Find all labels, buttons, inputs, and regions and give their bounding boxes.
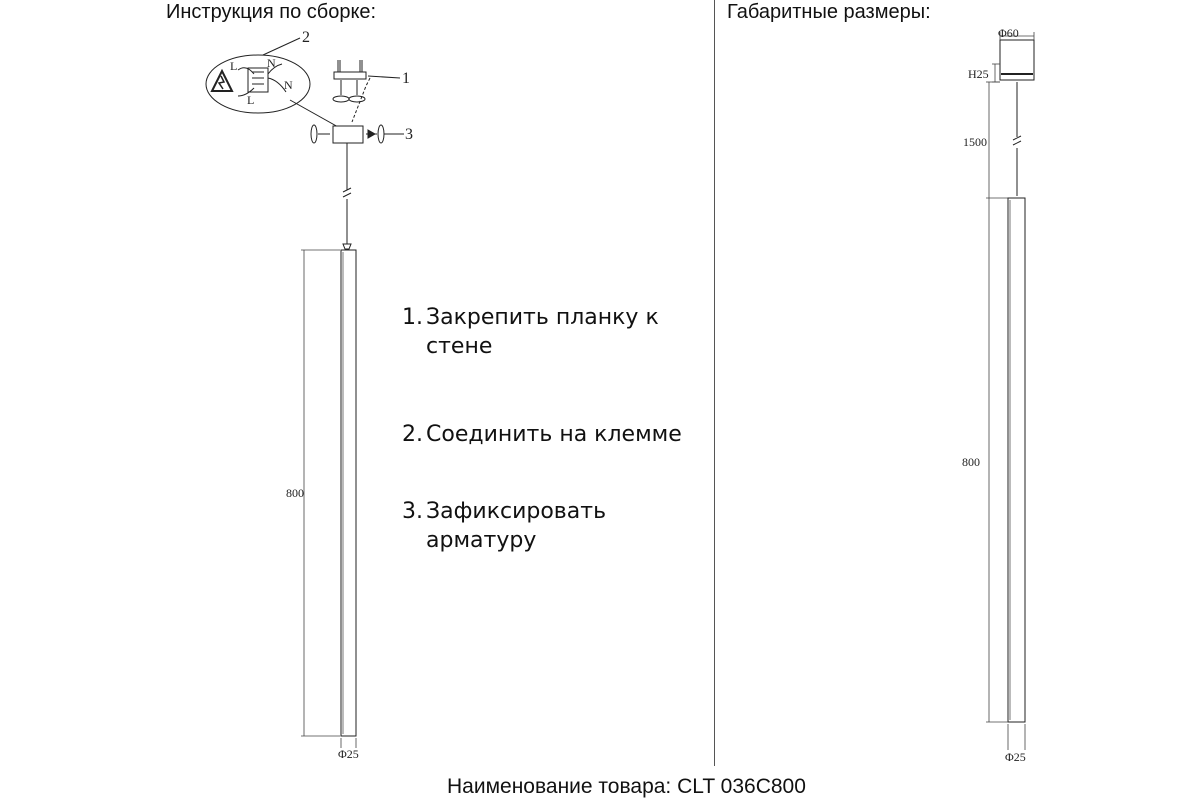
dimensions-heading: Габаритные размеры: — [727, 1, 931, 23]
cable-outline — [1012, 82, 1022, 196]
section-divider — [714, 0, 715, 766]
step-2: 2.Соединить на клемме — [402, 420, 682, 449]
step-1-text-cont: стене — [426, 334, 493, 359]
canopy-height: H25 — [968, 67, 989, 81]
callout-1-leader — [367, 75, 401, 79]
tube-diameter: Φ25 — [1005, 750, 1026, 764]
step-2-number: 2. — [402, 422, 423, 447]
cable-length-dimension-line — [986, 81, 1008, 199]
canopy-diameter: Φ60 — [998, 26, 1019, 40]
step-1-text: Закрепить планку к — [426, 305, 659, 330]
assembly-heading: Инструкция по сборке: — [166, 1, 377, 23]
step-1-number: 1. — [402, 305, 423, 330]
diameter-dimension: Φ25 — [338, 747, 359, 761]
product-name: Наименование товара: CLT 036C800 — [447, 775, 806, 798]
step-3-number: 3. — [402, 499, 423, 524]
length-dimension-line — [301, 249, 357, 748]
callout-2-leader — [262, 37, 301, 56]
wire-label-n: N — [267, 56, 276, 70]
tube-length: 800 — [962, 455, 980, 469]
callout-1: 1 — [402, 70, 410, 87]
callout-2: 2 — [302, 29, 310, 46]
luminaire-tube — [340, 249, 357, 737]
mounting-bracket — [332, 60, 371, 123]
canopy-box — [310, 124, 385, 144]
step-3-text: Зафиксировать — [426, 499, 607, 524]
canopy-outline — [999, 32, 1035, 81]
wire-label-l-2: L — [247, 93, 254, 107]
step-2-text: Соединить на клемме — [426, 422, 682, 447]
step-1: 1.Закрепить планку к стене — [402, 303, 659, 361]
tube-outline — [1007, 197, 1026, 723]
canopy-height-dimension-line — [992, 63, 1000, 83]
wire-label-n-2: N — [284, 78, 293, 92]
tube-length-dimension-line — [986, 198, 1026, 750]
length-dimension: 800 — [286, 486, 304, 500]
cable-length: 1500 — [963, 135, 987, 149]
wire-label-l: L — [230, 59, 237, 73]
callout-3: 3 — [405, 126, 413, 143]
wiring-detail — [205, 54, 341, 129]
suspension-cable — [342, 143, 352, 250]
step-3: 3.Зафиксировать арматуру — [402, 497, 606, 555]
step-3-text-cont: арматуру — [426, 528, 537, 553]
